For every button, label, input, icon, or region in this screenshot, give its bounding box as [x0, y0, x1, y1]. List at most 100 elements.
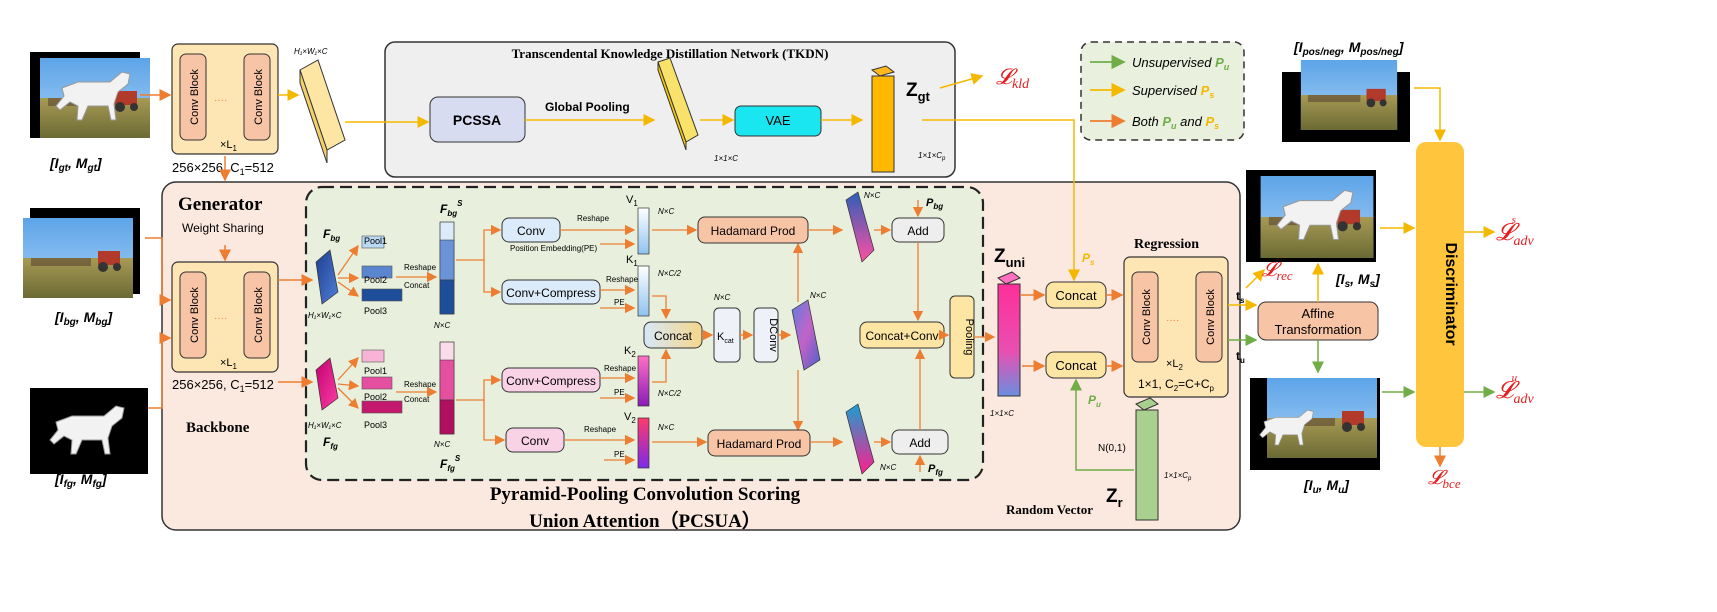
attended-top [845, 191, 875, 263]
concat-unsupervised [1045, 351, 1107, 379]
input-label-bg: [Ibg, Mbg] [54, 309, 113, 328]
backbone-top: Conv Block Conv Block ···· ×L1 [171, 43, 279, 155]
svg-text:Conv Block: Conv Block [189, 287, 201, 343]
input-image-fg [30, 388, 148, 474]
loss-bce: 𝓛bce [1428, 467, 1461, 491]
f-fg-feature [315, 357, 339, 411]
concat-bg: Concat [404, 281, 430, 290]
p-bg-label: Pbg [926, 197, 943, 211]
concat-fg: Concat [404, 395, 430, 404]
svg-text:····: ···· [214, 95, 227, 106]
fs-fg-dims: N×C [434, 440, 450, 449]
svg-text:Affine: Affine [1301, 306, 1334, 321]
backbone-dims-bottom: 256×256, C1=512 [172, 377, 274, 394]
reshape-bg: Reshape [404, 263, 437, 272]
svg-text:Transformation: Transformation [1275, 322, 1362, 337]
zgt-dims: 1×1×Cp [918, 151, 946, 162]
svg-text:Pool2: Pool2 [364, 392, 387, 402]
reshape-fg: Reshape [404, 380, 437, 389]
pool2-fg: Pool2 [361, 376, 393, 402]
svg-text:PCSSA: PCSSA [453, 112, 501, 128]
loss-kld: 𝓛kld [996, 64, 1030, 92]
svg-text:Hadamard Prod: Hadamard Prod [711, 224, 796, 238]
svg-text:N×C/2: N×C/2 [658, 269, 681, 278]
svg-text:×L1: ×L1 [220, 357, 238, 371]
legend-both: Both Pu and Ps [1132, 114, 1219, 131]
v2-label: V2 [624, 411, 636, 425]
ts-label: ts [1236, 289, 1245, 305]
v2-vector [637, 417, 650, 469]
conv-compress-fg [501, 367, 601, 393]
backbone-dims-top: 256×256, C1=512 [172, 160, 274, 177]
f-fg-label: Ffg [323, 435, 338, 451]
zuni-dims: 1×1×C [990, 409, 1014, 418]
ps-label: Ps [1082, 251, 1095, 267]
pos-embed-label: Position Embedding(PE) [510, 244, 597, 253]
v1-label: V1 [626, 194, 638, 208]
input-image-bg [23, 208, 140, 298]
reshape-v1: Reshape [577, 214, 610, 223]
svg-text:····: ···· [214, 313, 227, 324]
pu-label: Pu [1088, 393, 1101, 409]
input-image-gt [30, 52, 150, 138]
image-supervised [1246, 170, 1376, 262]
loss-rec: 𝓛rec [1262, 259, 1293, 283]
normal-dist-label: N(0,1) [1098, 443, 1126, 454]
loss-adv-u: 𝓛advu [1496, 372, 1534, 407]
legend-supervised: Supervised Ps [1132, 83, 1214, 100]
pe-k2: PE [614, 388, 625, 397]
zuni-label: Zuni [994, 246, 1025, 270]
fs-fg-stack [439, 341, 455, 435]
reshape-v2: Reshape [584, 425, 617, 434]
zr-vector [1135, 397, 1159, 521]
tkdn-feature-dims: H₁×W₁×C [294, 47, 328, 56]
svg-text:Pool3: Pool3 [364, 306, 387, 316]
k1-vector [637, 265, 650, 317]
svg-text:Concat: Concat [1055, 358, 1097, 373]
random-vector-label: Random Vector [1006, 502, 1093, 517]
generator-label: Generator [178, 194, 263, 215]
svg-text:Conv: Conv [517, 224, 545, 238]
zuni-vector [997, 271, 1021, 397]
pool2-bg: Pool2 [361, 265, 393, 285]
svg-text:N×C: N×C [658, 207, 674, 216]
svg-text:Pool2: Pool2 [364, 275, 387, 285]
fs-bg-stack [439, 221, 455, 315]
svg-text:Conv Block: Conv Block [1141, 289, 1153, 345]
tkdn-input-feature [299, 59, 346, 164]
svg-text:Pool1: Pool1 [364, 366, 387, 376]
pcsua-title-1: Pyramid-Pooling Convolution Scoring [490, 484, 801, 505]
regression-dims: 1×1, C2=C+Cp [1138, 377, 1215, 393]
pe-k1: PE [614, 298, 625, 307]
k2-vector [637, 355, 650, 407]
svg-text:Conv Block: Conv Block [189, 69, 201, 125]
kcat-label: Kcat [717, 331, 734, 345]
svg-text:Conv Block: Conv Block [253, 287, 265, 343]
k1-label: K1 [626, 254, 638, 268]
svg-text:N×C: N×C [658, 423, 674, 432]
backbone-label: Backbone [186, 420, 250, 436]
tkdn-vector [657, 57, 699, 151]
pe-v2: PE [614, 450, 625, 459]
pool1-bg: Pool1 [361, 235, 387, 249]
legend: Unsupervised Pu Supervised Ps Both Pu an… [1090, 54, 1230, 131]
svg-text:Add: Add [909, 436, 930, 450]
svg-text:VAE: VAE [765, 113, 790, 128]
tkdn-panel [384, 41, 956, 178]
tu-label: tu [1236, 349, 1245, 365]
regression-block: Conv Block Conv Block ···· ×L2 1×1, C2=C… [1123, 256, 1229, 398]
reshape-k1: Reshape [606, 275, 639, 284]
fs-fg-label: FfgS [440, 454, 461, 473]
conv-compress-bg [501, 279, 601, 305]
p-fg-label: Pfg [928, 463, 943, 477]
svg-text:Add: Add [907, 224, 928, 238]
loss-adv-s: 𝓛advs [1496, 214, 1534, 249]
svg-text:Concat+Conv: Concat+Conv [865, 329, 938, 343]
times-l1: ×L1 [220, 139, 238, 153]
f-bg-feature [315, 249, 339, 305]
tkdn-title: Transcendental Knowledge Distillation Ne… [512, 46, 829, 61]
vae-box [734, 105, 822, 137]
fs-bg-label: FbgS [440, 199, 463, 218]
input-label-fg: [Ifg, Mfg] [54, 471, 108, 490]
